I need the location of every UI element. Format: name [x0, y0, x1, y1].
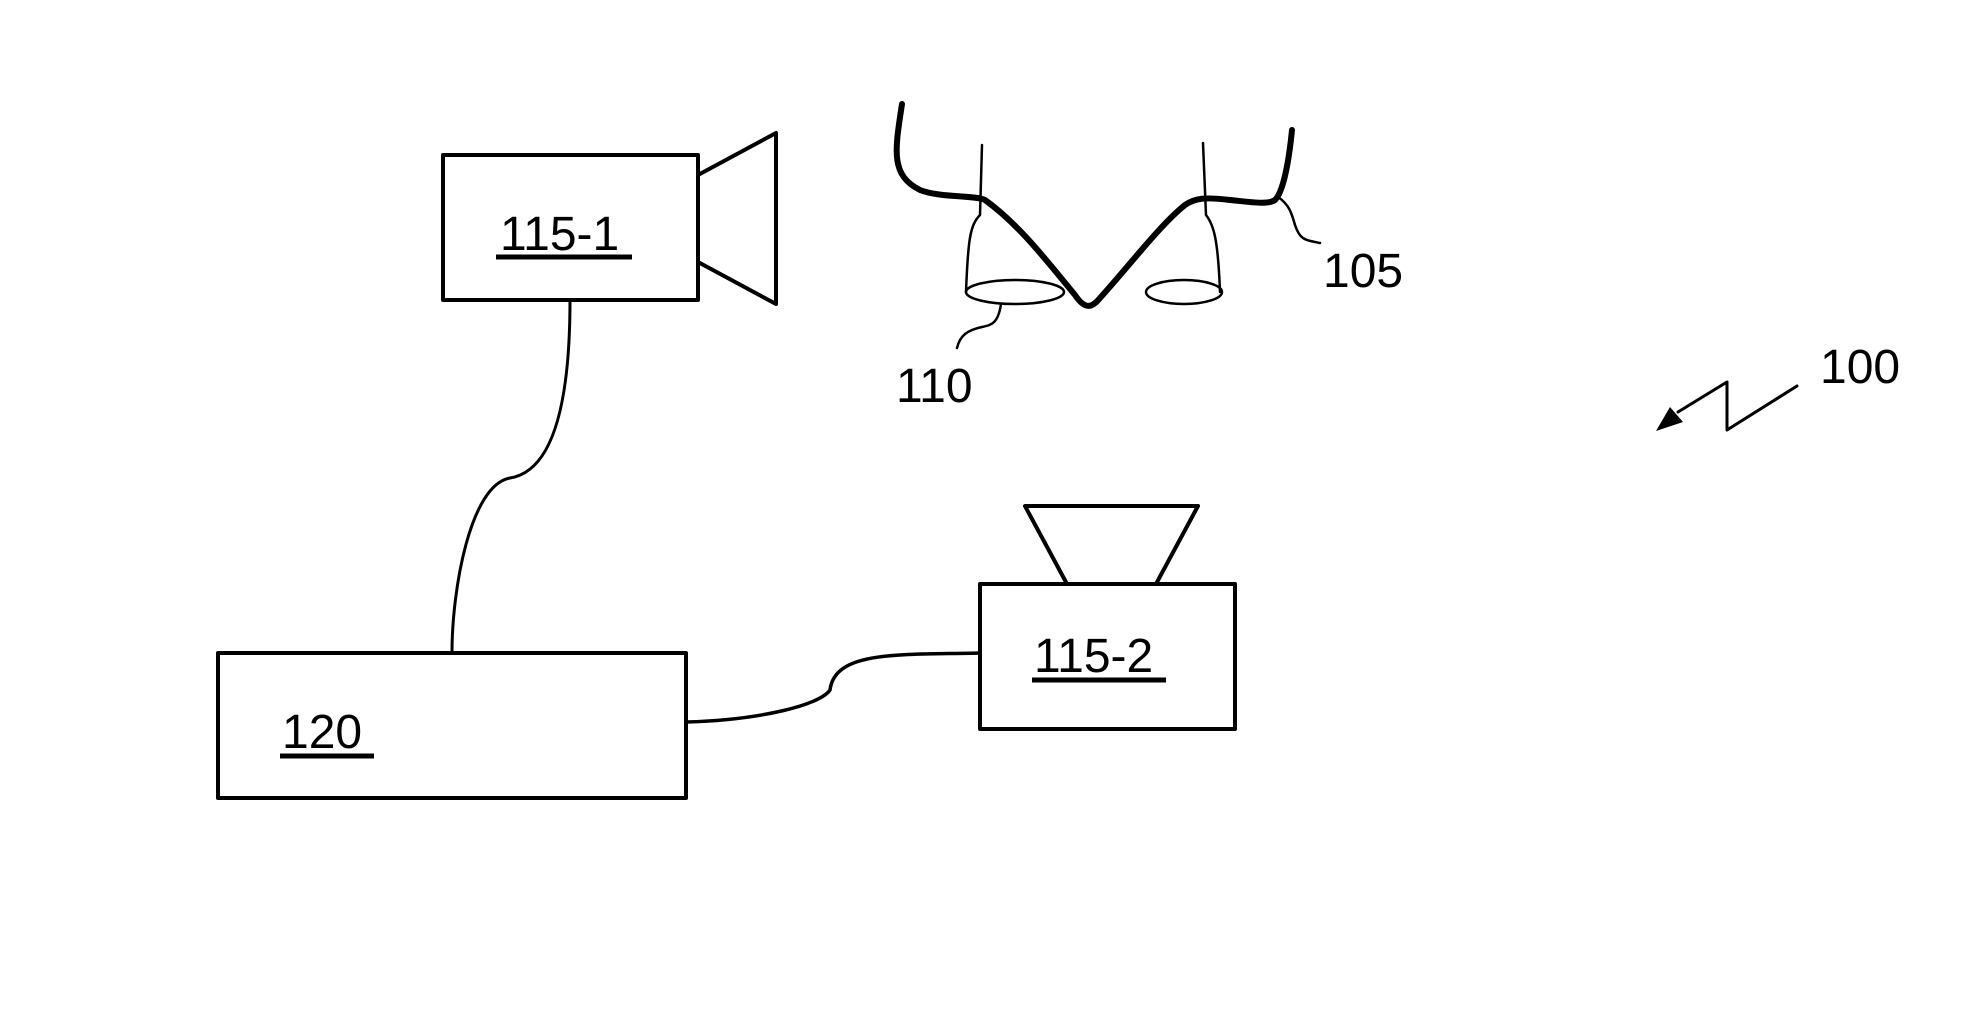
left-lens-cone-edge: [964, 143, 984, 294]
face-contour: [893, 101, 1295, 309]
subject-label: 105: [1323, 245, 1403, 298]
processor-120-body: [216, 651, 688, 800]
camera-115-2: 115-2: [978, 504, 1237, 731]
camera-115-1-label: 115-1: [500, 208, 619, 261]
reference-arrow-line: [1676, 380, 1799, 432]
right-lens-ellipse: [1144, 278, 1224, 306]
camera-115-2-body: [978, 582, 1237, 731]
right-lens-cone-edge: [1201, 141, 1222, 294]
leader-line-110: [955, 302, 1003, 350]
arrowhead-icon: [1656, 407, 1683, 431]
camera-115-1: 115-1: [441, 131, 778, 306]
subject-105: [893, 101, 1295, 309]
processor-120-label: 120: [282, 706, 362, 759]
processor-120: 120: [216, 651, 688, 800]
reference-100: 100: [1656, 341, 1900, 432]
camera-115-1-lens-icon: [696, 131, 778, 306]
lenses-label: 110: [896, 360, 973, 413]
leader-line-105: [1276, 195, 1322, 245]
camera-115-2-label: 115-2: [1034, 630, 1153, 683]
figure-reference-label: 100: [1820, 341, 1900, 394]
cable-camera1-to-processor: [450, 298, 572, 654]
cable-processor-to-camera2: [684, 651, 982, 724]
left-lens-ellipse: [964, 278, 1066, 306]
camera-115-2-lens-icon: [1023, 504, 1200, 586]
